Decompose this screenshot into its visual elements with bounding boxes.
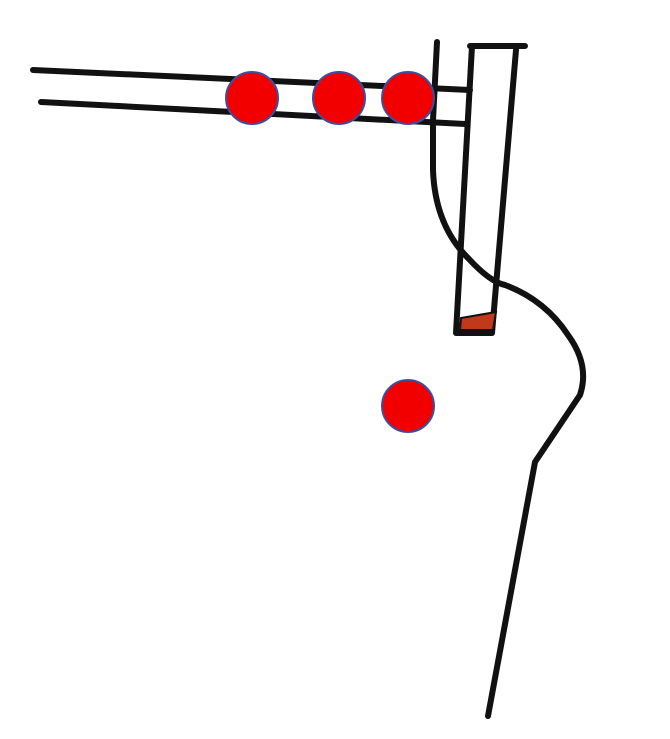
red-marker-4 (381, 379, 435, 433)
column-base-block (458, 310, 498, 331)
column-outline (453, 43, 528, 336)
red-marker-3 (381, 71, 435, 125)
profile-curve-line (465, 255, 587, 719)
red-marker-1 (225, 71, 279, 125)
red-marker-2 (312, 71, 366, 125)
